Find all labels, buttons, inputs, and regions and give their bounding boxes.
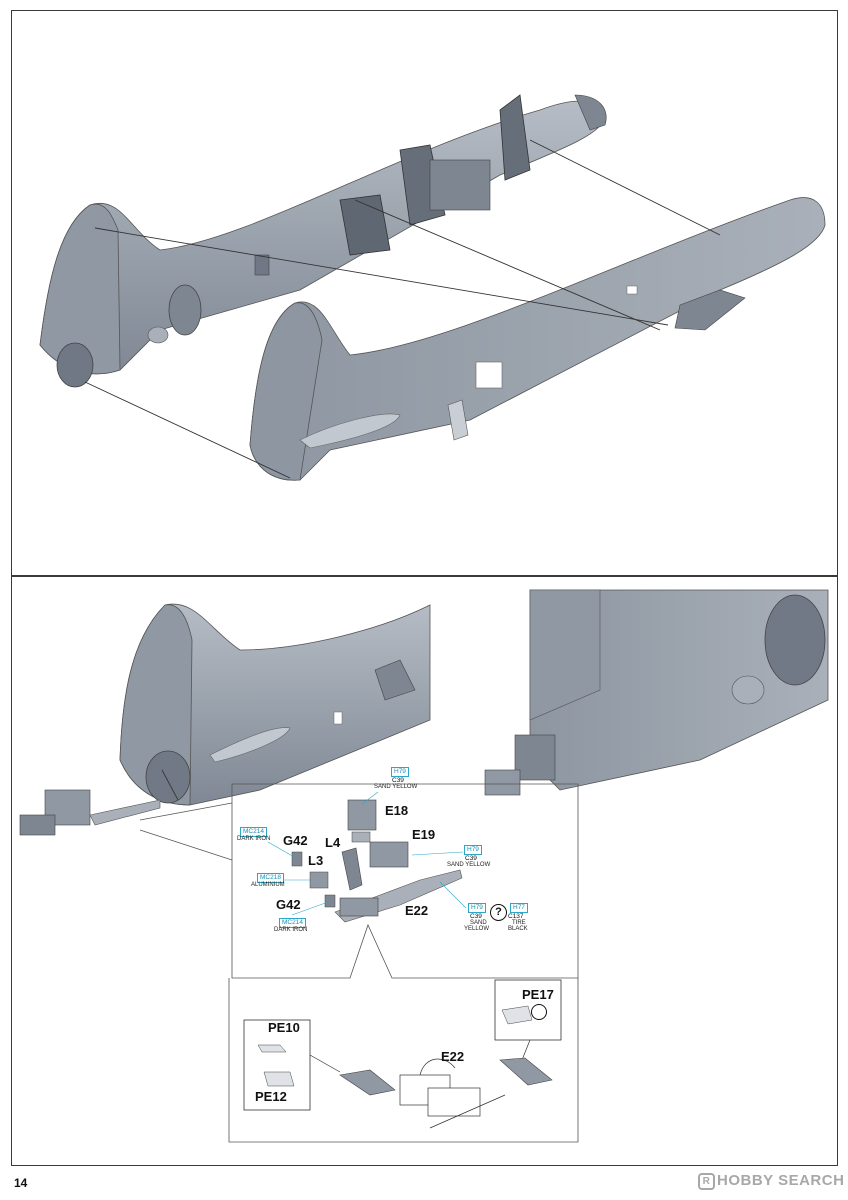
bottom-step-panel	[11, 576, 838, 1166]
paint-name-e18: SAND YELLOW	[374, 784, 418, 790]
page-number: 14	[14, 1176, 28, 1190]
paint-name-e19: SAND YELLOW	[447, 862, 491, 868]
paint-name-e22-a-2: YELLOW	[464, 926, 490, 932]
callout-l3: L3	[308, 853, 324, 868]
callout-pe17: PE17	[522, 987, 554, 1002]
part-e19	[369, 841, 409, 868]
question-icon: ?	[490, 904, 507, 921]
callout-e18: E18	[385, 803, 409, 818]
top-step-panel	[11, 10, 838, 576]
pe10-part	[257, 1044, 287, 1053]
assembly-guide-lines	[84, 139, 721, 479]
tail-wheel-sub-a	[339, 1069, 396, 1096]
callout-pe10: PE10	[268, 1020, 300, 1035]
part-l4	[341, 847, 363, 891]
detail-box-main	[231, 783, 579, 979]
pe17-part	[501, 1005, 533, 1025]
callout-g42-bottom: G42	[276, 897, 301, 912]
part-e18	[347, 799, 377, 843]
pe12-part	[263, 1071, 295, 1087]
paint-code-e22-b-1: H77	[510, 903, 528, 913]
pe-inset-box	[243, 1019, 311, 1111]
paint-code-e19-2: C39	[465, 855, 477, 862]
paint-code-e22-a-1: H79	[468, 903, 486, 913]
part-e22-assembly	[334, 869, 463, 923]
bend-direction-icon	[531, 1004, 547, 1020]
watermark-logo-icon: R	[698, 1173, 715, 1190]
fuselage-left-half	[39, 94, 607, 388]
callout-pe12: PE12	[255, 1089, 287, 1104]
paint-code-e19-1: H79	[464, 845, 482, 855]
part-g42-top	[291, 851, 303, 867]
callout-e22-sub: E22	[441, 1049, 465, 1064]
paint-name-e22-a-1: SAND	[470, 920, 487, 926]
paint-name-g42-top: DARK IRON	[237, 836, 271, 842]
tail-interior-view	[484, 589, 829, 796]
callout-l4: L4	[325, 835, 341, 850]
paint-leader-lines	[262, 791, 467, 916]
paint-name-e22-b-1: TIRE	[512, 920, 526, 926]
paint-code-e22-a-2: C39	[470, 913, 482, 920]
pe17-inset-box	[494, 979, 562, 1041]
fuselage-right-half	[249, 197, 826, 481]
paint-code-l3: MC218	[257, 873, 284, 883]
paint-name-g42-bottom: DARK IRON	[274, 927, 308, 933]
tail-wheel-sub-b	[499, 1057, 553, 1086]
part-g42-bottom	[324, 894, 336, 908]
tail-wheel-assembled-left	[19, 789, 161, 836]
tail-fuselage-view	[119, 603, 431, 806]
paint-name-e22-b-2: BLACK	[508, 926, 528, 932]
callout-e19: E19	[412, 827, 436, 842]
callout-g42-top: G42	[283, 833, 308, 848]
insert-arrow-left	[161, 769, 179, 801]
detail-box-sub	[228, 978, 579, 1143]
paint-code-e22-b-2: C137	[508, 913, 524, 920]
tail-wheel-bay-e22	[399, 1058, 506, 1129]
callout-e22: E22	[405, 903, 429, 918]
watermark-text: HOBBY SEARCH	[717, 1172, 845, 1189]
paint-code-g42-bottom: MC214	[279, 918, 306, 928]
paint-name-l3: ALUMINIUM	[251, 882, 285, 888]
paint-code-g42-top: MC214	[240, 827, 267, 837]
paint-code-e18-1: H79	[391, 767, 409, 777]
paint-code-e18-2: C39	[392, 777, 404, 784]
